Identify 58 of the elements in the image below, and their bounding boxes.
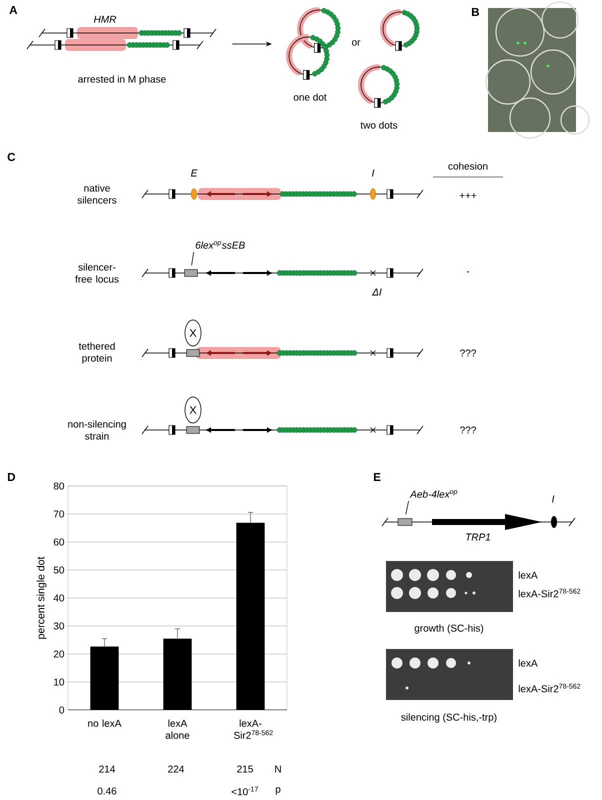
site-label: I	[372, 170, 374, 176]
y-tick-label: 40	[54, 594, 64, 602]
score-text: +++	[460, 193, 476, 198]
y-tick-label: 60	[54, 538, 64, 546]
site-label: ΔI	[372, 288, 382, 296]
site-label: I	[552, 496, 554, 502]
conjunction-text: or	[352, 40, 360, 46]
caption-text: growth (SC-his)	[414, 624, 484, 634]
score-text: ???	[460, 426, 476, 434]
score-text: -	[466, 271, 470, 272]
x-tick-label: lexA-Sir2$^{78-562}$	[234, 720, 273, 739]
y-tick-label: 10	[54, 678, 64, 686]
p-value-text: <10$^{-17}$	[232, 786, 258, 796]
row-label: silencer-free locus	[75, 263, 119, 283]
count-text: 214	[99, 766, 116, 772]
row-label: non-silencing strain	[68, 420, 126, 440]
leader-line	[405, 500, 409, 515]
row-label: tethered protein	[78, 342, 115, 364]
chromosome-pair-drawing	[26, 27, 216, 51]
count-text: 224	[168, 766, 184, 772]
caption-text: two dots	[360, 121, 398, 129]
y-tick-label: 50	[54, 566, 64, 574]
panel-letter: D	[8, 473, 16, 481]
caption-text: one dot	[294, 93, 327, 101]
x-tick-label: lexA alone	[166, 720, 190, 739]
element-label: Aeb-4lex$^{op}$	[410, 490, 458, 498]
panel-letter: B	[472, 8, 479, 16]
caption-text: arrested in M phase	[78, 75, 166, 85]
row-header: p	[276, 787, 280, 795]
operator-box	[184, 269, 198, 277]
strain-label: lexA	[518, 571, 538, 579]
score-text: ???	[460, 350, 476, 356]
y-tick-label: 70	[54, 510, 64, 518]
gene-label: HMR	[94, 16, 116, 23]
column-header: cohesion	[448, 162, 488, 170]
gene-label: TRP1	[466, 534, 490, 540]
caption-text: silencing (SC-his,-trp)	[401, 713, 496, 723]
x-tick-label: no lexA	[88, 720, 122, 727]
y-tick-label: 20	[54, 650, 64, 658]
y-axis-title: percent single dot	[36, 556, 46, 639]
y-tick-label: 80	[54, 482, 64, 490]
leader-line	[191, 252, 194, 266]
count-text: 215	[237, 765, 253, 773]
row-header: N	[275, 766, 281, 772]
panel-letter: A	[9, 6, 18, 14]
panel-letter: E	[374, 473, 380, 481]
strain-label: lexA-Sir2$^{78-562}$	[518, 684, 580, 692]
panel-letter: C	[8, 152, 16, 162]
strain-label: lexA	[518, 659, 538, 667]
operator-box	[398, 518, 412, 526]
y-tick-label: 30	[54, 622, 64, 630]
site-label: E	[190, 170, 198, 176]
element-label: 6lex$^{op}$ssEB	[196, 241, 245, 249]
plasmid-pair-drawing	[286, 7, 341, 80]
row-label: native silencers	[78, 184, 116, 204]
p-value-text: 0.46	[98, 787, 116, 795]
strain-label: lexA-Sir2$^{78-562}$	[518, 588, 580, 598]
y-tick-label: 0	[59, 706, 64, 714]
